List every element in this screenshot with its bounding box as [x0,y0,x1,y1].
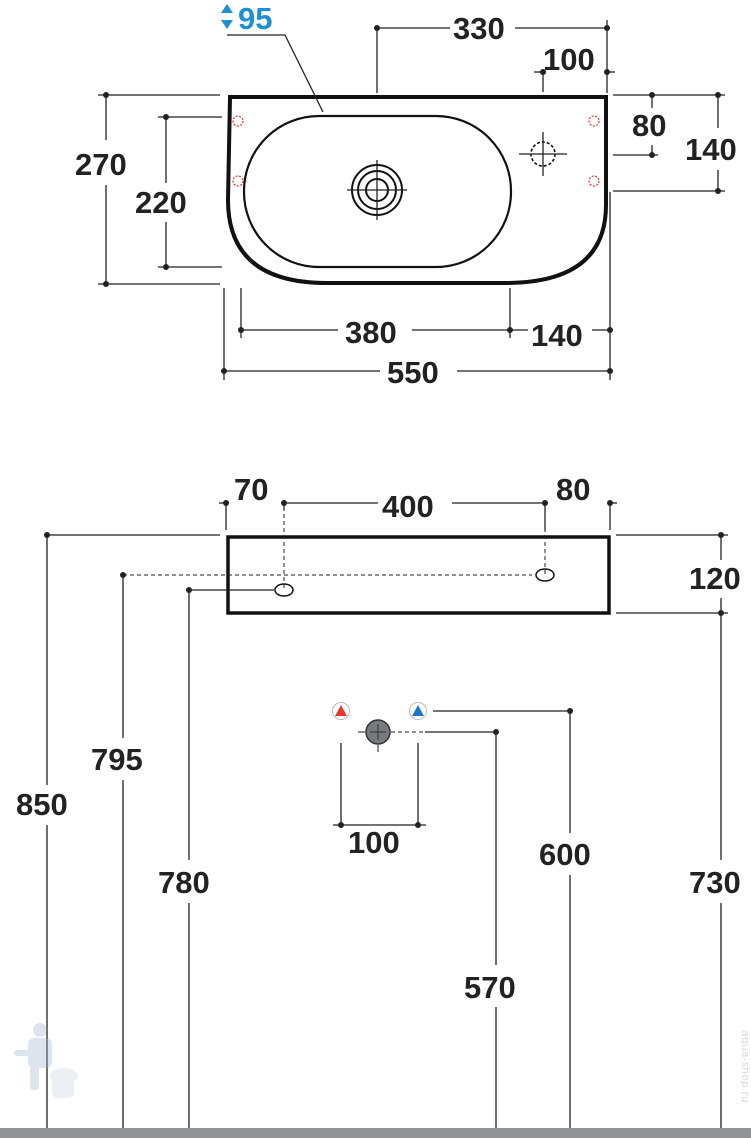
depth-arrow-icon [221,4,233,29]
fixing-hole-icon [232,175,244,187]
bowl-outline [242,114,513,269]
label-850: 850 [16,787,68,822]
label-780: 780 [158,865,210,900]
fixing-hole-icon [588,175,600,187]
label-100-top: 100 [543,42,595,77]
label-380: 380 [345,315,397,350]
label-270: 270 [75,147,127,182]
cold-water-icon [409,702,427,720]
floor-line [0,1128,751,1138]
label-795: 795 [91,742,143,777]
label-100-supply: 100 [348,825,400,860]
fixing-slot-icon [535,568,555,582]
label-140-bottom: 140 [531,318,583,353]
plumber-logo-icon [14,1023,78,1098]
label-80-top: 80 [632,108,666,143]
basin-outline [225,95,608,285]
label-600: 600 [539,837,591,872]
label-140-right: 140 [685,132,737,167]
hot-water-icon [332,702,350,720]
watermark-text: aqua-shop.ru [739,1030,751,1103]
label-80-front: 80 [556,472,590,507]
fixing-hole-icon [232,115,244,127]
label-550: 550 [387,355,439,390]
top-view: 95 330 100 270 220 80 140 380 140 550 [75,1,737,390]
label-730: 730 [689,865,741,900]
label-400: 400 [382,489,434,524]
label-570: 570 [464,970,516,1005]
fixing-slot-icon [274,583,294,597]
label-120: 120 [689,561,741,596]
waste-outlet-icon [365,719,391,745]
label-70: 70 [234,472,268,507]
label-drain-95: 95 [238,1,272,36]
label-330: 330 [453,11,505,46]
front-view: 70 400 80 120 850 795 780 100 600 570 73… [16,472,741,1128]
fixing-hole-icon [588,115,600,127]
label-220: 220 [135,185,187,220]
